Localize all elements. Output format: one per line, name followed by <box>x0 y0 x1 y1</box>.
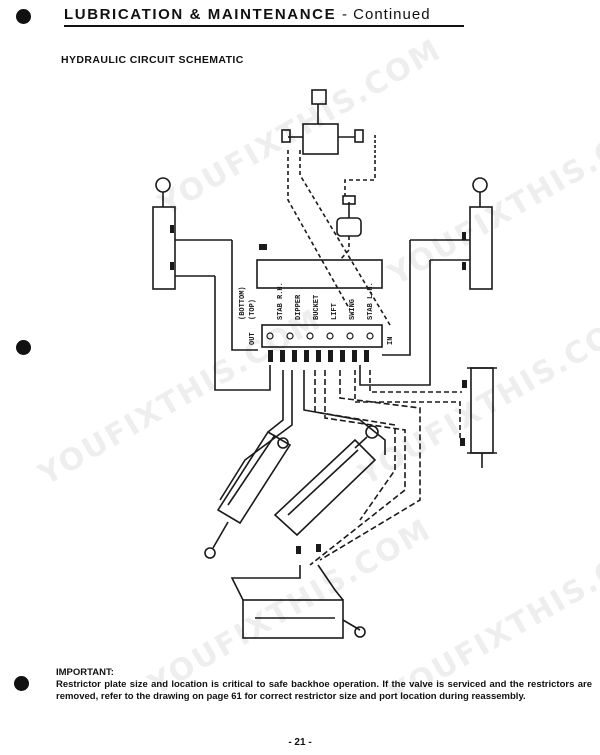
port-out-label: OUT <box>249 332 257 345</box>
filter <box>336 195 362 237</box>
valve-label-lift: LIFT <box>331 303 339 320</box>
side-label-bottom: (BOTTOM) <box>239 286 247 320</box>
stabilizer-left-cylinder <box>152 177 232 290</box>
boom-cylinder <box>204 430 292 559</box>
stabilizer-right-cylinder <box>410 177 493 290</box>
page-number: - 21 - <box>288 737 312 748</box>
valve-label-bucket: BUCKET <box>313 295 321 320</box>
pump-assembly <box>281 89 376 160</box>
section-title: HYDRAULIC CIRCUIT SCHEMATIC <box>61 54 244 66</box>
control-valve-upper <box>256 259 383 289</box>
side-label-top: (TOP) <box>249 299 257 320</box>
header-continued: - Continued <box>342 6 431 23</box>
important-heading: IMPORTANT: <box>56 667 114 678</box>
binder-hole-middle <box>16 340 31 355</box>
header-title: LUBRICATION & MAINTENANCE <box>64 6 337 23</box>
page-header: LUBRICATION & MAINTENANCE - Continued <box>64 6 464 27</box>
valve-label-stab-rh: STAB R.H. <box>277 282 285 320</box>
valve-label-stab-lh: STAB L.H. <box>367 282 375 320</box>
important-note: Restrictor plate size and location is cr… <box>56 679 592 702</box>
binder-hole-top <box>16 9 31 24</box>
bucket-cylinder <box>230 564 366 639</box>
valve-label-swing: SWING <box>349 299 357 320</box>
dipper-cylinder <box>273 425 379 537</box>
control-valve-lower <box>261 324 383 348</box>
port-in-label: IN <box>387 337 395 345</box>
hydraulic-schematic: STAB R.H. DIPPER BUCKET LIFT SWING STAB … <box>152 89 497 639</box>
swing-cylinder <box>467 367 497 468</box>
valve-label-dipper: DIPPER <box>295 294 303 320</box>
binder-hole-bottom <box>14 676 29 691</box>
